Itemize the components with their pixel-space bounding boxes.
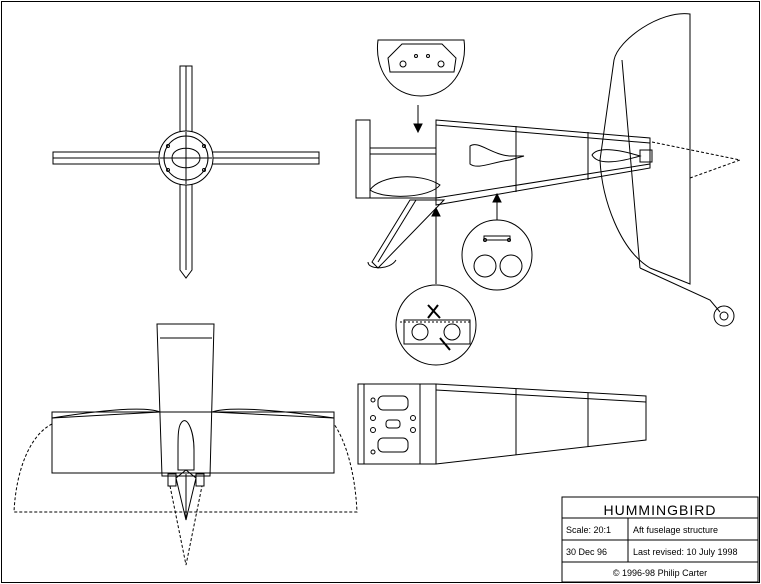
aft-fuselage-plan-view	[13, 323, 358, 566]
scale-label: Scale: 20:1	[566, 525, 611, 535]
aft-fuselage-side-view	[355, 13, 742, 366]
drawing-description: Aft fuselage structure	[633, 525, 718, 535]
drawing-title: HUMMINGBIRD	[604, 502, 717, 518]
rotor-hub-top-view	[52, 65, 320, 279]
copyright-notice: © 1996-98 Philip Carter	[613, 568, 707, 578]
drawing-date: 30 Dec 96	[566, 547, 607, 557]
title-block: HUMMINGBIRD Scale: 20:1 Aft fuselage str…	[561, 496, 759, 583]
aft-fuselage-bottom-view	[357, 383, 647, 465]
revision-date: Last revised: 10 July 1998	[633, 547, 738, 557]
